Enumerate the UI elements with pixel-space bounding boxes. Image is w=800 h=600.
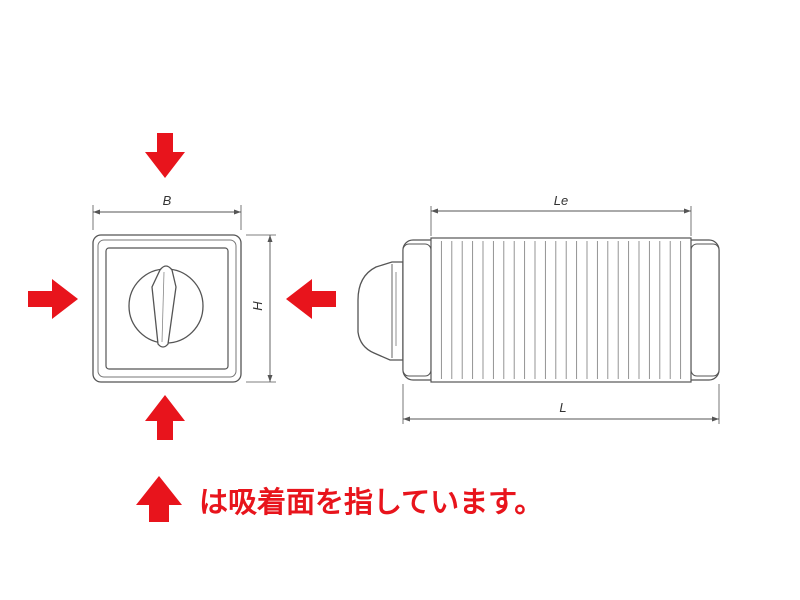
dimension-le: Le bbox=[430, 193, 692, 236]
side-view bbox=[357, 237, 720, 383]
legend-note: は吸着面を指しています。 bbox=[136, 476, 543, 522]
dimension-h: H bbox=[246, 234, 276, 383]
arrow-right-icon bbox=[28, 279, 78, 319]
knob-lever-ridge bbox=[161, 271, 165, 343]
dimension-le-label: Le bbox=[554, 193, 568, 208]
side-left-collar bbox=[402, 243, 432, 377]
end-view bbox=[92, 234, 242, 383]
dimension-b-label: B bbox=[163, 193, 172, 208]
end-view-inner-frame bbox=[97, 239, 237, 378]
arrow-down-icon bbox=[145, 133, 185, 178]
side-end-collar bbox=[690, 243, 720, 377]
legend-note-text: は吸着面を指しています。 bbox=[199, 485, 543, 519]
dimension-b: B bbox=[92, 193, 242, 230]
side-ribs bbox=[440, 241, 682, 379]
knob-lever-icon bbox=[151, 265, 177, 348]
attracting-face-arrows bbox=[28, 133, 336, 440]
dimension-l-label: L bbox=[559, 400, 566, 415]
dimension-l: L bbox=[402, 384, 720, 424]
end-view-inner-face bbox=[105, 247, 229, 370]
arrow-left-icon bbox=[286, 279, 336, 319]
side-ribbed-section bbox=[430, 237, 692, 383]
dimension-h-label: H bbox=[250, 301, 265, 311]
arrow-up-icon bbox=[145, 395, 185, 440]
legend-arrow-up-icon bbox=[136, 476, 182, 522]
